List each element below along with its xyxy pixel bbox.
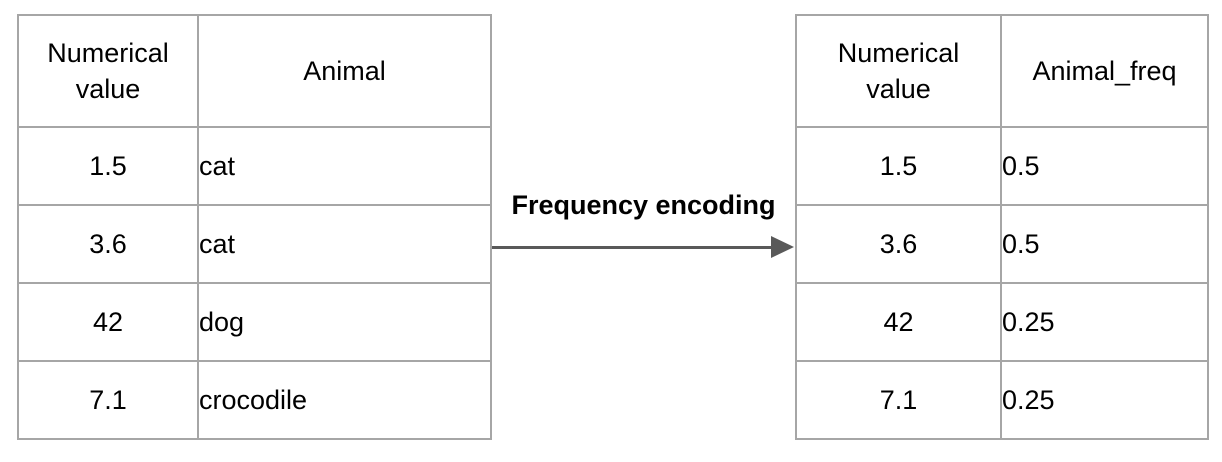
table-row: 1.5 0.5 (795, 126, 1209, 206)
encoded-table: Numerical value Animal_freq 1.5 0.5 3.6 … (795, 14, 1209, 440)
cell-animal-freq: 0.5 (1000, 204, 1209, 284)
cell-numerical-value: 42 (795, 282, 1002, 362)
table-header-row: Numerical value Animal (17, 14, 492, 128)
original-table: Numerical value Animal 1.5 cat 3.6 cat 4… (17, 14, 492, 440)
table-header-row: Numerical value Animal_freq (795, 14, 1209, 128)
table-row: 42 0.25 (795, 282, 1209, 362)
column-header-animal-freq: Animal_freq (1000, 14, 1209, 128)
cell-numerical-value: 7.1 (17, 360, 199, 440)
cell-numerical-value: 3.6 (17, 204, 199, 284)
column-header-numerical-value: Numerical value (795, 14, 1002, 128)
cell-animal: cat (197, 126, 492, 206)
cell-animal-freq: 0.25 (1000, 282, 1209, 362)
cell-animal: crocodile (197, 360, 492, 440)
cell-numerical-value: 42 (17, 282, 199, 362)
cell-numerical-value: 1.5 (17, 126, 199, 206)
table-row: 1.5 cat (17, 126, 492, 206)
table-row: 7.1 crocodile (17, 360, 492, 440)
column-header-animal: Animal (197, 14, 492, 128)
cell-numerical-value: 7.1 (795, 360, 1002, 440)
arrow-label: Frequency encoding (511, 190, 776, 220)
cell-animal-freq: 0.25 (1000, 360, 1209, 440)
cell-animal: dog (197, 282, 492, 362)
right-arrow-head-icon (771, 236, 794, 258)
right-arrow-icon (492, 246, 777, 249)
table-row: 3.6 cat (17, 204, 492, 284)
table-row: 7.1 0.25 (795, 360, 1209, 440)
cell-numerical-value: 1.5 (795, 126, 1002, 206)
cell-numerical-value: 3.6 (795, 204, 1002, 284)
cell-animal: cat (197, 204, 492, 284)
column-header-numerical-value: Numerical value (17, 14, 199, 128)
cell-animal-freq: 0.5 (1000, 126, 1209, 206)
table-row: 3.6 0.5 (795, 204, 1209, 284)
table-row: 42 dog (17, 282, 492, 362)
